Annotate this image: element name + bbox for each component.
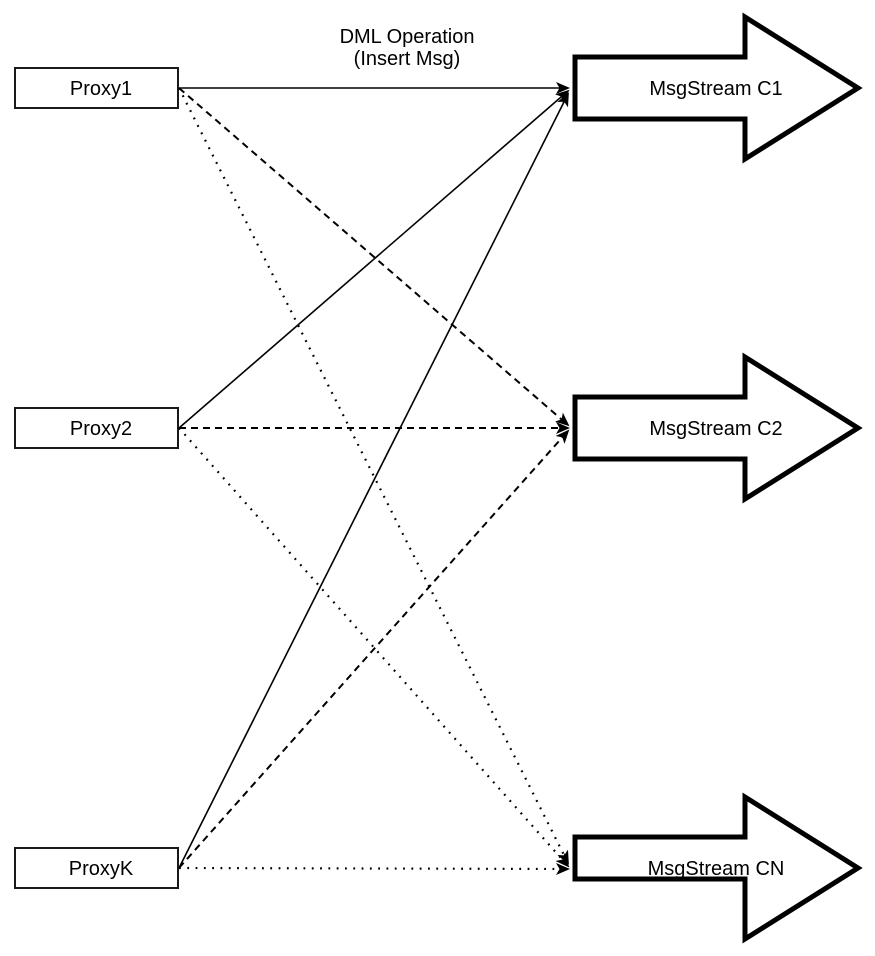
msgstream-cn-label: MsgStream CN (648, 858, 785, 880)
proxy2-label: Proxy2 (70, 418, 132, 440)
msgstream-c2-shape: MsgStream C2 (572, 352, 863, 504)
caption-line2: (Insert Msg) (354, 48, 461, 70)
proxyk-box (14, 847, 179, 889)
connector-proxy1-cn (178, 87, 569, 865)
proxy2-box (14, 407, 179, 449)
connector-proxy2-c1 (178, 89, 570, 429)
proxy1-label: Proxy1 (70, 78, 132, 100)
caption-line1: DML Operation (340, 26, 475, 48)
connector-proxy2-cn (178, 427, 570, 868)
proxy1-box (14, 67, 179, 109)
proxyk-node: ProxyK (14, 847, 179, 889)
block-arrow-icon (572, 12, 863, 164)
msgstream-c1-label: MsgStream C1 (649, 78, 782, 100)
msgstream-c1-shape: MsgStream C1 (572, 12, 863, 164)
caption: DML Operation (Insert Msg) (340, 26, 475, 70)
block-arrow-icon (572, 792, 863, 944)
msgstream-cn-shape: MsgStream CN (572, 792, 863, 944)
proxy1-node: Proxy1 (14, 67, 179, 109)
msgstream-c2-label: MsgStream C2 (649, 418, 782, 440)
connector-proxyk-c1 (178, 92, 569, 869)
connector-proxy1-c2 (178, 87, 570, 427)
connector-proxyk-cn (178, 862, 570, 875)
proxy2-node: Proxy2 (14, 407, 179, 449)
proxyk-label: ProxyK (69, 858, 134, 880)
block-arrow-icon (572, 352, 863, 504)
connector-proxyk-c2 (178, 429, 570, 869)
connectors (178, 82, 570, 875)
